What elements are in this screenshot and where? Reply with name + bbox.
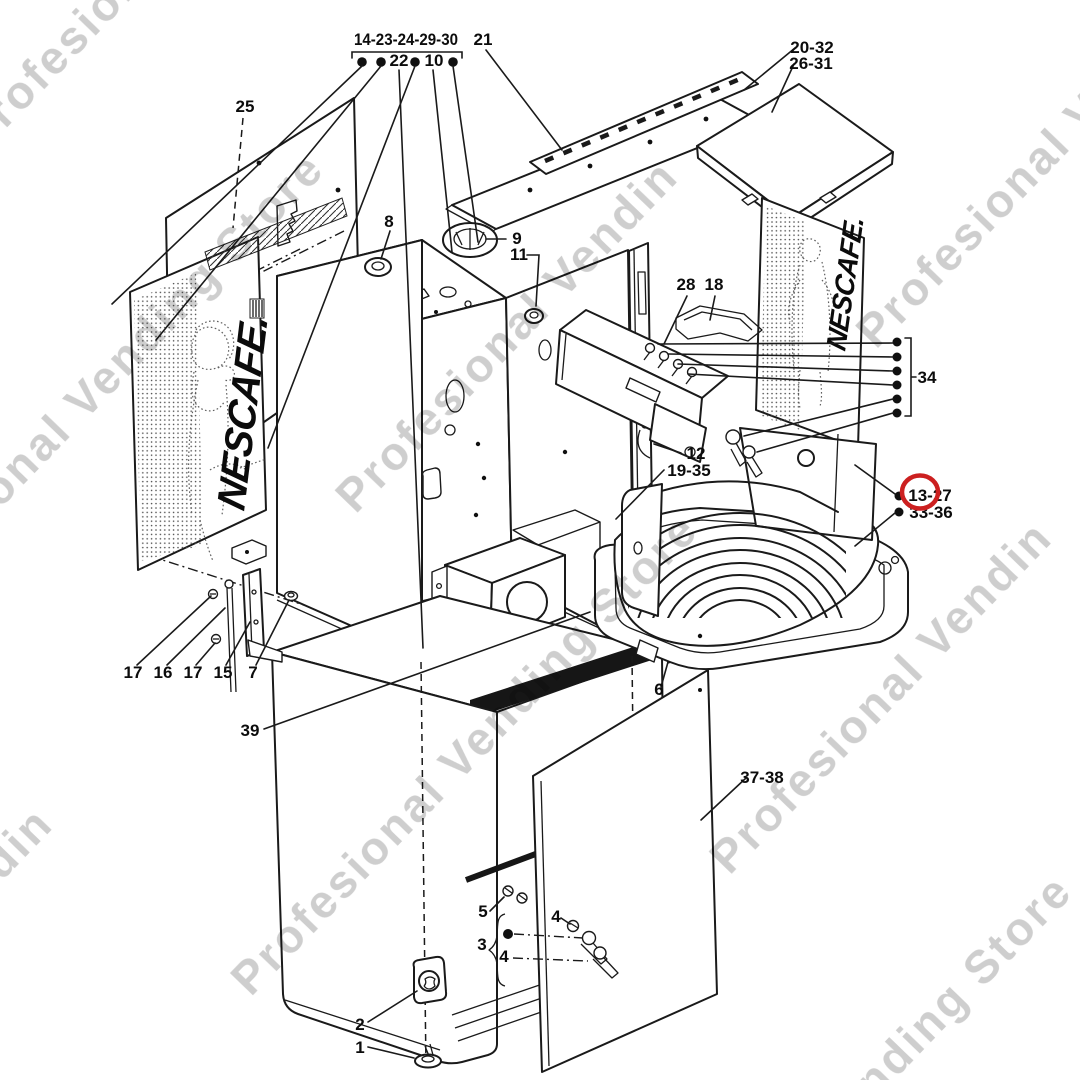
watermark-overlay	[0, 0, 1080, 1080]
diagram-canvas: Profesional Vending Store Profesional Ve…	[0, 0, 1080, 1080]
exploded-parts-diagram: Profesional Vending Store Profesional Ve…	[0, 0, 1080, 1080]
